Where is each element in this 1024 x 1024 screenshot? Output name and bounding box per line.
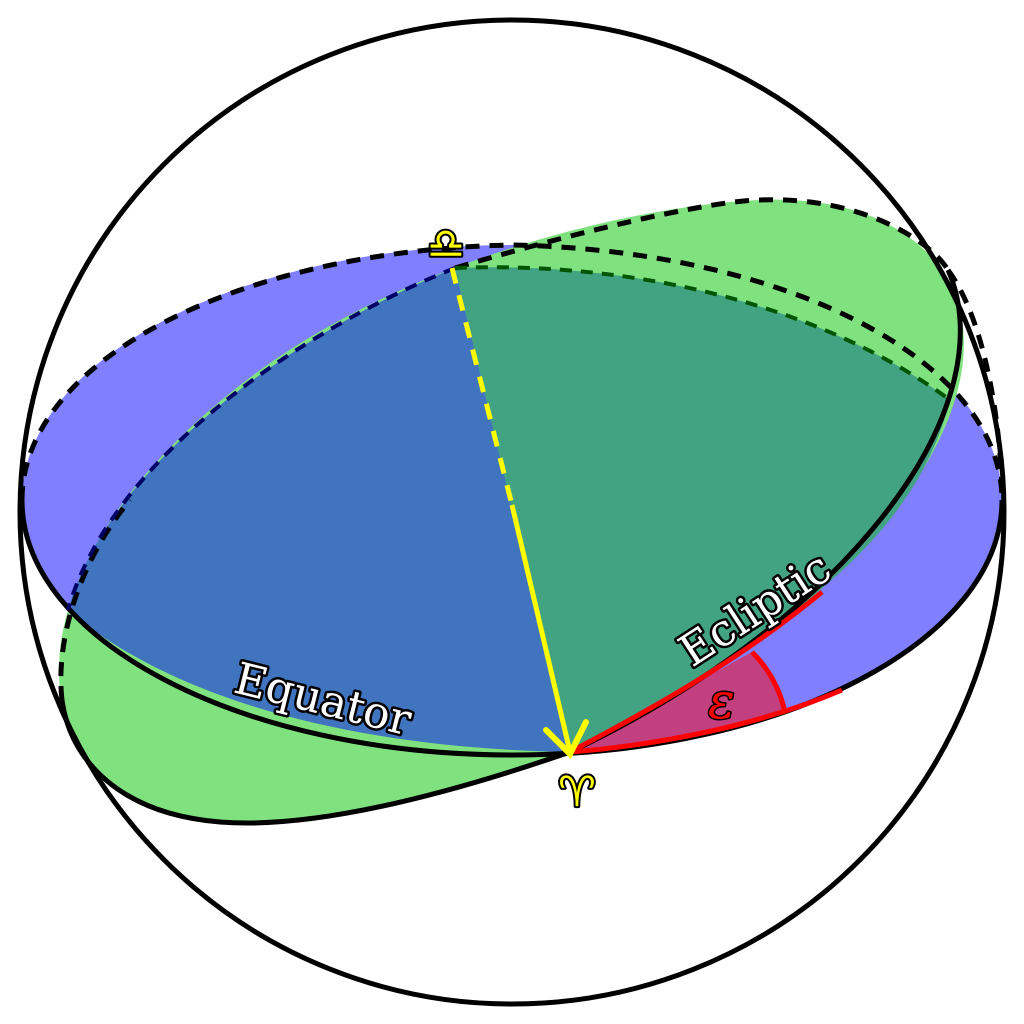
- autumnal-equinox-symbol: ♎: [427, 219, 465, 268]
- obliquity-ecliptic-ray: [568, 590, 824, 755]
- equinox-line-hidden: [449, 267, 515, 506]
- equinox-arrowhead: [543, 719, 589, 760]
- ecliptic-left-hidden-edge: [58, 498, 132, 701]
- planes-overlap-right: [455, 267, 950, 752]
- obliquity-epsilon-label: ε: [708, 672, 735, 730]
- equator-hidden-arc-dark: [66, 266, 456, 611]
- ecliptic-back-edge: [454, 197, 951, 272]
- equinox-line-visible: [509, 504, 573, 753]
- vernal-equinox-symbol: ♈: [558, 767, 596, 816]
- obliquity-equator-ray: [569, 687, 843, 755]
- ecliptic-edge-hidden-right: [945, 268, 1005, 491]
- equator-front-edge: [19, 499, 1005, 758]
- celestial-sphere-outline: [17, 17, 1007, 1007]
- ecliptic-hidden-arc-dark: [454, 265, 952, 402]
- planes-overlap-left: [68, 268, 570, 752]
- obliquity-arc: [750, 650, 788, 713]
